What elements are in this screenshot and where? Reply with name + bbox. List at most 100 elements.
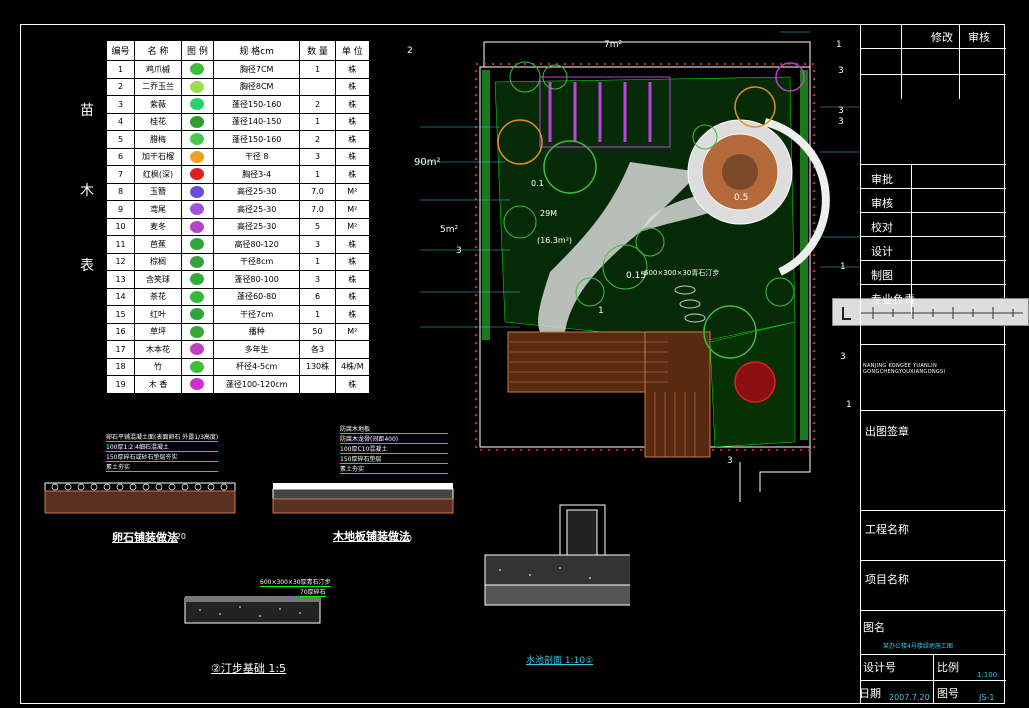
legend-cell	[180, 235, 214, 254]
plant-symbol-icon	[190, 238, 205, 251]
unit-cell: 株	[334, 112, 371, 131]
no-cell: 16	[105, 322, 136, 341]
no-cell: 9	[105, 200, 136, 219]
title-block: 修改 审核 审批 审核 校对 设计 制图 专业负责 NANJING KONGEE…	[859, 24, 1006, 704]
legend-cell	[180, 112, 214, 131]
plant-symbol-icon	[190, 308, 205, 321]
no-cell: 14	[105, 287, 136, 306]
qty-cell: 6	[299, 287, 336, 306]
no-cell: 10	[105, 217, 136, 236]
unit-cell: 株	[334, 235, 371, 254]
sign-row: 出图签章	[861, 410, 1006, 511]
name-cell: 二乔玉兰	[134, 77, 182, 96]
table-title-char: 木	[80, 183, 94, 199]
unit-cell: 株	[334, 147, 371, 166]
qty-cell	[299, 375, 336, 394]
spec-cell: 胸径3-4	[212, 165, 301, 184]
ruler-widget[interactable]	[832, 298, 1029, 326]
qty-cell: 1	[299, 305, 336, 324]
plan-num-label: 1	[846, 400, 852, 410]
drafting-row: 制图	[861, 260, 1006, 285]
plan-num-label: 3	[840, 352, 846, 362]
table-header-cell: 名 称	[134, 40, 182, 61]
paving1-title: 卵石铺装做法	[112, 531, 178, 544]
legend-cell	[180, 357, 214, 376]
paving3-title: ②汀步基础 1:5	[211, 662, 287, 675]
name-cell: 麦冬	[134, 217, 182, 236]
qty-cell: 3	[299, 235, 336, 254]
unit-cell	[334, 340, 371, 359]
qty-cell: 1	[299, 112, 336, 131]
no-cell: 17	[105, 340, 136, 359]
spec-cell: 干径 8	[212, 147, 301, 166]
plan-num-label: 1	[840, 262, 846, 272]
pond-title: 水池剖面 1:10①	[526, 656, 594, 666]
spec-cell: 高径25-30	[212, 217, 301, 236]
spec-cell: 高径80-120	[212, 235, 301, 254]
unit-cell: 株	[334, 95, 371, 114]
paving1-scale: 1:20	[168, 532, 186, 541]
no-cell: 6	[105, 147, 136, 166]
no-cell: 19	[105, 375, 136, 394]
unit-cell: M²	[334, 182, 371, 201]
no-cell: 5	[105, 130, 136, 149]
paving2-title: 木地板铺装做法	[333, 530, 410, 543]
plant-symbol-icon	[190, 220, 205, 233]
plan-area-label: (16.3m²)	[537, 236, 573, 245]
unit-cell: M²	[334, 322, 371, 341]
drawing-frame	[20, 24, 1005, 704]
plan-area-label: 90m²	[414, 157, 441, 168]
paving3-note: 600×300×30厚青石汀步	[260, 579, 331, 587]
qty-cell: 2	[299, 95, 336, 114]
table-header-cell: 规 格cm	[212, 40, 301, 61]
spec-cell: 高径25-30	[212, 200, 301, 219]
paving2-scale: 1:20	[394, 534, 412, 543]
spec-cell: 播种	[212, 322, 301, 341]
qty-cell: 130株	[299, 357, 336, 376]
name-cell: 紫薇	[134, 95, 182, 114]
unit-cell: M²	[334, 217, 371, 236]
plan-num-label: 3	[727, 456, 733, 466]
design-row: 设计	[861, 236, 1006, 261]
plant-symbol-icon	[190, 80, 205, 93]
legend-cell	[180, 375, 214, 394]
plan-num-label: 1	[836, 40, 842, 50]
plant-symbol-icon	[190, 168, 205, 181]
drawing-name-row: 图名 某办公楼4号楼绿地施工图	[861, 610, 1006, 655]
no-cell: 18	[105, 357, 136, 376]
qty-cell: 3	[299, 270, 336, 289]
paving2-section	[272, 483, 454, 514]
spec-cell: 胸径7CM	[212, 60, 301, 79]
table-header-cell: 编号	[105, 40, 136, 61]
unit-cell: 4株/M	[334, 357, 371, 376]
qty-cell: 5	[299, 217, 336, 236]
unit-cell: 株	[334, 252, 371, 271]
name-cell: 茶花	[134, 287, 182, 306]
plan-area-label: 7m²	[604, 40, 623, 50]
qty-cell: 2	[299, 130, 336, 149]
no-cell: 11	[105, 235, 136, 254]
spec-cell: 蓬径150-160	[212, 95, 301, 114]
name-cell: 竹	[134, 357, 182, 376]
title-block-header: 修改 审核	[861, 24, 1006, 48]
legend-cell	[180, 95, 214, 114]
name-cell: 鸢尾	[134, 200, 182, 219]
legend-cell	[180, 217, 214, 236]
project-name-row: 工程名称	[861, 510, 1006, 561]
plan-num-label: 3	[456, 246, 462, 256]
legend-cell	[180, 340, 214, 359]
legend-cell	[180, 252, 214, 271]
plant-symbol-icon	[190, 150, 205, 163]
paving2-notes: 防腐木地板 防腐木龙骨(间距400) 100厚C10混凝土 150厚碎石垫层 素…	[340, 424, 448, 474]
plant-symbol-icon	[190, 360, 205, 373]
plant-symbol-icon	[190, 290, 205, 303]
